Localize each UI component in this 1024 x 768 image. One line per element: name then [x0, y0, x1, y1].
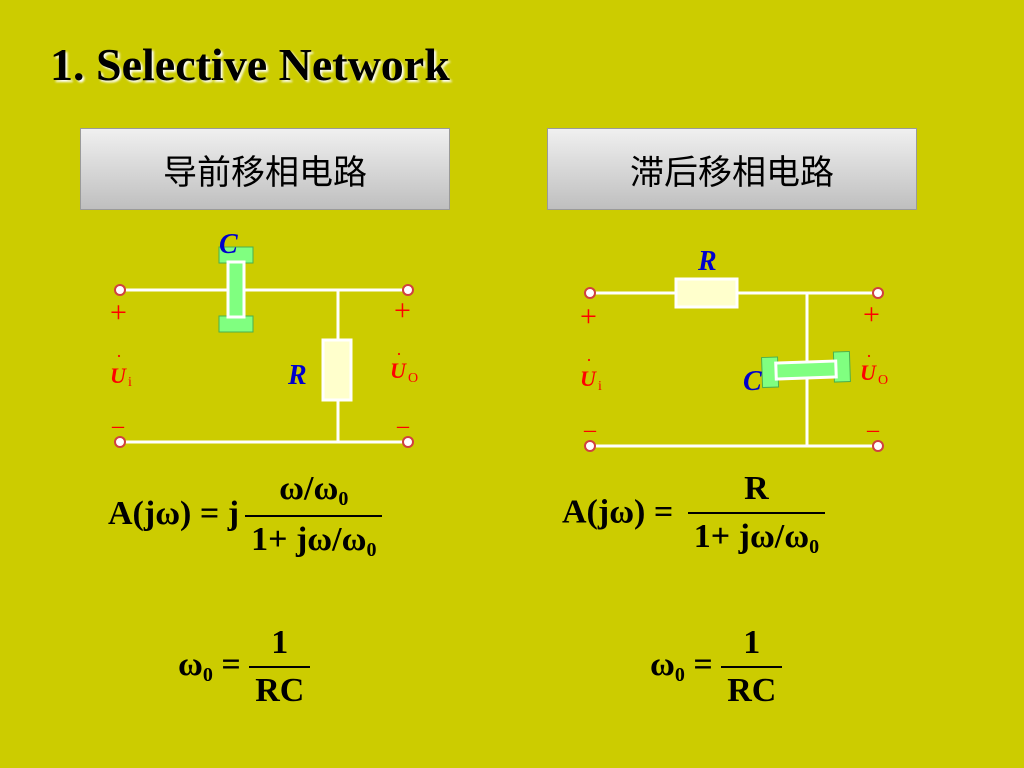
lag-input-voltage-symbol: U — [580, 366, 597, 391]
lag-circuit: R C + + – – · U i · U O — [580, 246, 888, 452]
lag-capacitor-label: C — [743, 366, 762, 397]
lead-capacitor-body — [226, 260, 246, 319]
lag-terminal-in-bottom — [584, 440, 596, 452]
lag-transfer-function: A(jω) = R 1+ jω/ω0 — [562, 470, 826, 559]
lead-resistor — [321, 338, 353, 402]
lead-capacitor-label: C — [219, 229, 238, 260]
lead-phase-shift-label: 导前移相电路 — [163, 152, 367, 193]
lag-omega0-lhs: ω — [650, 645, 675, 683]
lead-terminal-out-bottom — [402, 436, 414, 448]
lag-input-plus: + — [580, 300, 597, 333]
lead-output-voltage-symbol: U — [390, 358, 407, 383]
lag-phase-shift-label: 滞后移相电路 — [630, 152, 834, 193]
lag-omega0-numerator: 1 — [721, 624, 783, 668]
lead-input-minus: – — [111, 413, 125, 439]
lag-input-voltage-sub: i — [598, 379, 602, 394]
lag-resistor-label: R — [697, 246, 717, 277]
lead-output-voltage-sub: O — [408, 371, 418, 386]
lead-omega0-sub: 0 — [202, 663, 213, 686]
lag-omega0-formula: ω0 = 1 RC — [650, 624, 783, 710]
lead-omega0-denominator: RC — [255, 672, 305, 709]
lead-input-plus: + — [110, 296, 127, 329]
lag-input-dot: · — [586, 350, 592, 370]
lead-terminal-in-bottom — [114, 436, 126, 448]
lead-transfer-den-sub: 0 — [366, 539, 377, 561]
lead-transfer-fraction: ω/ω0 1+ jω/ω0 — [245, 470, 383, 562]
lag-terminal-out-top — [872, 287, 884, 299]
lead-input-voltage-sub: i — [128, 375, 132, 390]
lag-resistor — [674, 277, 739, 309]
lag-terminal-out-bottom — [872, 440, 884, 452]
lead-output-plus: + — [394, 294, 411, 327]
lead-transfer-num-sub: 0 — [338, 488, 349, 510]
lead-output-dot: · — [396, 344, 402, 364]
lead-transfer-num-text: ω/ω — [279, 470, 339, 507]
lead-output-minus: – — [396, 413, 410, 439]
lag-transfer-den-sub: 0 — [809, 536, 820, 558]
lead-input-voltage-symbol: U — [110, 363, 127, 388]
lead-transfer-function: A(jω) = j ω/ω0 1+ jω/ω0 — [108, 470, 383, 562]
lag-output-voltage-sub: O — [878, 373, 888, 388]
lead-transfer-numerator: ω/ω0 — [245, 470, 383, 517]
lag-transfer-lhs: A(jω) = — [562, 493, 682, 531]
lag-terminal-in-top — [584, 287, 596, 299]
lead-transfer-denominator: 1+ jω/ω0 — [245, 517, 382, 562]
lag-capacitor-body — [774, 359, 838, 381]
lead-omega0-formula: ω0 = 1 RC — [178, 624, 311, 710]
lead-terminal-out-top — [402, 284, 414, 296]
lag-phase-shift-box: 滞后移相电路 — [547, 128, 917, 210]
lead-omega0-eq: = — [212, 645, 250, 683]
lead-transfer-den-text: 1+ jω/ω — [251, 521, 367, 558]
lag-transfer-denominator: 1+ jω/ω0 — [688, 514, 825, 559]
lead-resistor-label: R — [287, 360, 307, 391]
lead-circuit: C R + + – – · U i · U O — [110, 229, 418, 448]
lag-output-plus: + — [863, 298, 880, 331]
lag-transfer-fraction: R 1+ jω/ω0 — [687, 470, 826, 559]
lag-omega0-fraction: 1 RC — [721, 624, 783, 710]
lead-omega0-numerator: 1 — [249, 624, 311, 668]
lead-phase-shift-box: 导前移相电路 — [80, 128, 450, 210]
lead-omega0-fraction: 1 RC — [249, 624, 311, 710]
lead-input-dot: · — [116, 346, 122, 366]
lag-omega0-eq: = — [684, 645, 722, 683]
lead-terminal-in-top — [114, 284, 126, 296]
lag-transfer-numerator: R — [687, 470, 826, 514]
lag-output-dot: · — [866, 346, 872, 366]
lag-input-minus: – — [583, 417, 597, 443]
lag-transfer-den-text: 1+ jω/ω — [693, 518, 810, 555]
lag-output-minus: – — [866, 417, 880, 443]
slide-title: 1. Selective Network — [50, 39, 450, 90]
lead-transfer-lhs: A(jω) = j — [108, 494, 240, 532]
lag-omega0-denominator: RC — [727, 672, 777, 709]
lead-omega0-lhs: ω — [178, 645, 203, 683]
lag-omega0-sub: 0 — [674, 663, 685, 686]
lag-output-voltage-symbol: U — [860, 360, 877, 385]
lag-transfer-num-text: R — [744, 470, 769, 507]
